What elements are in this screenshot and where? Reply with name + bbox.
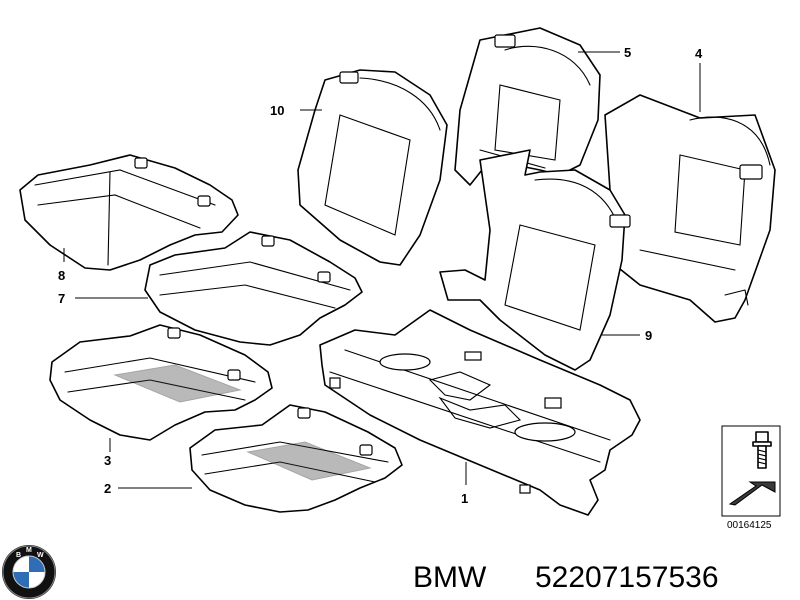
part-1-seat-frame [319, 309, 641, 516]
part-7-cushion [144, 231, 363, 346]
logo-letter-b: B [16, 552, 21, 559]
direction-arrow-icon [728, 481, 776, 506]
bmw-logo-icon: B M W [2, 545, 56, 599]
callout-3: 3 [104, 453, 111, 468]
logo-letter-w: W [37, 552, 44, 559]
part-6-inset [721, 425, 781, 517]
part-3-cushion-cover [49, 324, 273, 441]
callout-4: 4 [695, 46, 703, 61]
part-4-backrest-right [604, 94, 776, 323]
part-9-backrest-center [439, 149, 631, 371]
logo-letter-m: M [26, 547, 32, 554]
callout-10: 10 [270, 103, 284, 118]
reference-number: 00164125 [727, 520, 772, 531]
part-8-cushion-cover [19, 154, 239, 271]
caption-brand: BMW [413, 561, 487, 594]
callout-2: 2 [104, 481, 111, 496]
bolt-icon [752, 431, 772, 469]
leader-lines [63, 51, 701, 489]
caption-part-number: 52207157536 [535, 561, 719, 594]
callout-7: 7 [58, 291, 65, 306]
part-2-cushion [189, 404, 403, 513]
callout-9: 9 [645, 328, 652, 343]
callout-5: 5 [624, 45, 631, 60]
callout-8: 8 [58, 268, 65, 283]
callout-1: 1 [461, 491, 468, 506]
part-10-backrest-left [297, 69, 448, 266]
